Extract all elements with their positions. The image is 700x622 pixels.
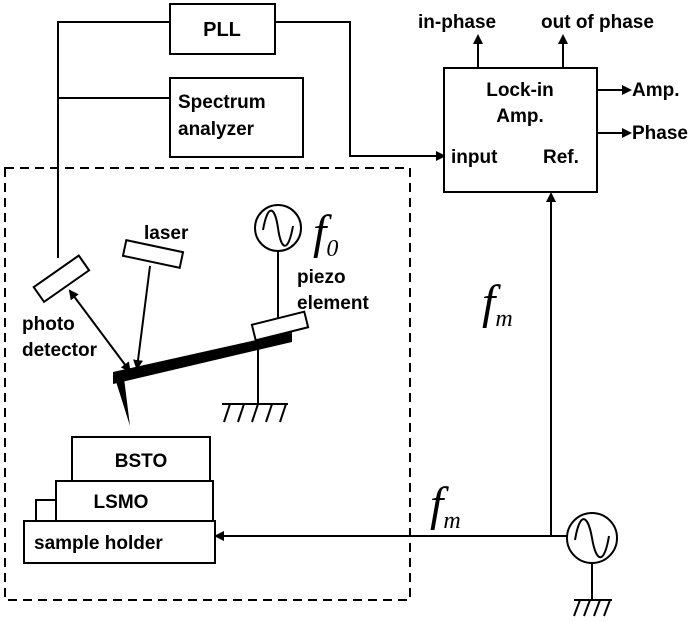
lockin-input-label: input — [451, 147, 498, 168]
laser-beam-incident — [133, 265, 151, 370]
pll-to-lockin-wire — [275, 21, 446, 161]
photodetector-label-line2: detector — [22, 340, 98, 361]
afm-tip — [113, 372, 130, 426]
sample-holder-label: sample holder — [34, 533, 163, 554]
laser-beam-reflected — [68, 289, 131, 373]
spectrum-analyzer-label-line1: Spectrum — [178, 92, 266, 113]
cantilever-beam — [113, 332, 292, 384]
lockin-label-line1: Lock-in — [486, 80, 554, 101]
lsmo-layer: LSMO — [55, 480, 214, 522]
afm-enclosure — [4, 167, 411, 601]
piezo-label-line1: piezo — [297, 267, 346, 288]
spectrum-analyzer-label-line2: analyzer — [178, 119, 255, 140]
lsmo-label: LSMO — [94, 492, 149, 513]
piezo-label-line2: element — [297, 293, 369, 314]
lsmo-contact-wire — [35, 499, 56, 521]
out-of-phase-output-label: out of phase — [541, 12, 654, 33]
piezo-ground-icon — [222, 403, 288, 423]
pll-label: PLL — [203, 19, 241, 41]
fm-label-vertical: fm — [482, 276, 513, 332]
modulation-source — [566, 512, 618, 564]
lockin-amplifier-block: Lock-in Amp. input Ref. — [443, 67, 598, 193]
photodetector-to-pll-wire — [57, 21, 170, 258]
lockin-ref-label: Ref. — [543, 147, 579, 168]
bsto-layer: BSTO — [71, 436, 211, 482]
amp-output-label: Amp. — [632, 80, 680, 101]
sample-holder: sample holder — [23, 520, 216, 564]
fm-label-horizontal: fm — [430, 478, 461, 534]
laser-element — [121, 238, 185, 270]
spectrum-analyzer-block: Spectrum analyzer — [169, 77, 304, 158]
photodetector-label-line1: photo — [22, 314, 75, 335]
in-phase-output-label: in-phase — [418, 12, 496, 33]
bsto-label: BSTO — [115, 451, 167, 472]
phase-output-label: Phase — [632, 123, 688, 144]
photodetector-element — [32, 254, 91, 304]
sine-wave-icon — [574, 518, 610, 559]
modulation-ground-icon — [573, 599, 612, 617]
f0-label: f0 — [313, 206, 338, 262]
lockin-label-line2: Amp. — [496, 106, 544, 127]
piezo-element — [250, 310, 310, 342]
laser-label: laser — [144, 223, 189, 244]
drive-source — [254, 204, 302, 252]
pll-block: PLL — [169, 3, 276, 55]
drive-sine-wave-icon — [262, 209, 294, 247]
